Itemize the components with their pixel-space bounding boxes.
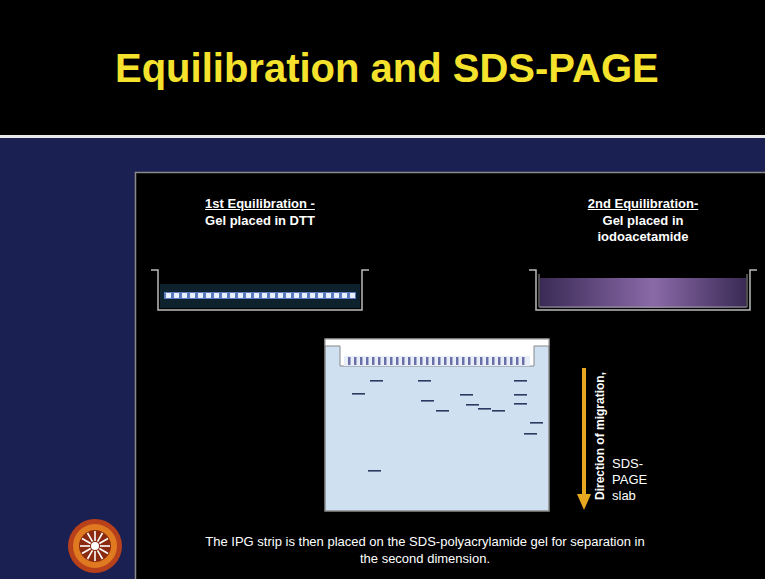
step-heading: 2nd Equilibration-: [576, 196, 711, 212]
equilibration-tray: 2nd Equilibration-Gel placed in iodoacet…: [528, 196, 758, 314]
axis-label: Direction of migration,: [593, 372, 607, 500]
tray-outline: [150, 266, 370, 314]
step-heading: 1st Equilibration -: [160, 196, 360, 212]
equilibration-tray: 1st Equilibration -Gel placed in DTT: [150, 196, 370, 314]
step-description: Gel placed in iodoacetamide: [576, 213, 711, 245]
slide-title: Equilibration and SDS-PAGE: [115, 46, 659, 91]
caption: The IPG strip is then placed on the SDS-…: [205, 533, 645, 567]
logo: [68, 519, 122, 573]
title-band: [0, 0, 765, 135]
content-panel: [136, 173, 765, 579]
slab-label: SDS-PAGE slab: [612, 456, 667, 504]
title-rule: [0, 135, 765, 138]
gel-slab-drawing: [324, 338, 550, 513]
step-description: Gel placed in DTT: [160, 213, 360, 229]
tray-outline: [528, 266, 758, 314]
migration-arrow: [577, 368, 591, 510]
